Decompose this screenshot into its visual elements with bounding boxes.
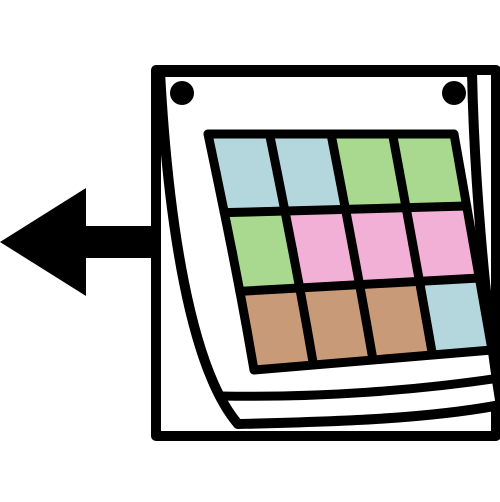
calendar-day-cell [239, 288, 314, 370]
calendar-day-cell [331, 134, 407, 210]
calendar-grid-column-line [348, 242, 365, 290]
calendar-grid-column-line [211, 168, 229, 218]
calendar-page-curl-line [215, 373, 500, 401]
calendar-grid-column-line [361, 317, 378, 365]
calendar-day-cell [299, 284, 373, 365]
calendar-grid-column-line [280, 206, 297, 254]
calendar-grid-column-line [341, 204, 358, 252]
calendar-day-cell [208, 134, 285, 213]
calendar-binding-hole-left [170, 81, 194, 105]
calendar-grid-column-line [219, 208, 237, 257]
calendar-grid [203, 129, 497, 375]
calendar-grid-row-line [219, 201, 472, 218]
calendar-grid-row-line [235, 273, 484, 296]
calendar-day-cell [406, 206, 480, 282]
calendar-day-cell [359, 281, 433, 360]
calendar-grid-column-line [203, 129, 221, 178]
calendar-grid-column-line [481, 309, 497, 355]
calendar-grid-column-line [242, 326, 259, 375]
calendar-grid-column-line [333, 167, 350, 214]
calendar-grid-column-line [287, 245, 305, 293]
calendar-grid-row-line [249, 345, 497, 375]
calendar-grid-column-line [227, 247, 245, 296]
calendar-grid-column-line [474, 273, 491, 319]
calendar-grid-column-line [468, 237, 484, 283]
calendar-grid-column-line [455, 165, 472, 211]
calendar-grid-column-line [401, 203, 418, 249]
calendar-grid-column-line [408, 240, 424, 286]
calendar-grid-column-line [449, 129, 465, 175]
calendar-grid-column-line [295, 283, 312, 331]
calendar-day-cell [269, 134, 346, 211]
arrow-left-icon [0, 188, 160, 296]
arrow-head [0, 188, 86, 296]
calendar-grid-column-line [355, 280, 371, 327]
calendar-day-cell [345, 207, 420, 285]
calendar-grid-column-line [388, 129, 404, 176]
calendar-grid-column-line [394, 166, 411, 213]
calendar-grid-column-line [414, 276, 431, 323]
calendar-grid-column-line [265, 129, 282, 177]
calendar-day-cell [392, 134, 467, 208]
calendar-icon [151, 65, 500, 441]
calendar-grid-column-line [462, 201, 478, 247]
calendar-grid-column-line [421, 313, 437, 360]
calendar-day-cell [284, 209, 360, 288]
calendar-grid-column-line [272, 168, 290, 216]
calendar-day-cell [224, 211, 300, 292]
calendar-binding-hole-right [442, 81, 466, 105]
calendar-grid-column-line [326, 129, 343, 177]
calendar-grid-column-line [302, 322, 318, 370]
calendar-grid-column-line [235, 286, 252, 336]
calendar-day-cell [419, 278, 492, 355]
